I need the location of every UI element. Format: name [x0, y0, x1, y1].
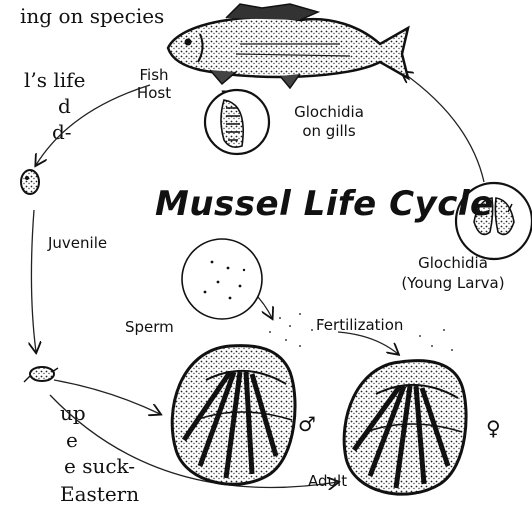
female-mussel-icon [344, 361, 466, 495]
juvenile-mussel-small-icon [24, 367, 58, 382]
arrow-fertilization [338, 332, 398, 354]
label-fish-host-2: Host [134, 84, 174, 103]
label-glochidia-larva-2: (Young Larva) [388, 274, 518, 293]
label-sperm: Sperm [125, 318, 174, 337]
label-glochidia-larva-1: Glochidia [388, 254, 518, 273]
male-symbol: ♂ [298, 412, 316, 436]
female-symbol: ♀ [486, 416, 501, 440]
label-fertilization: Fertilization [316, 316, 403, 335]
juvenile-mussel-icon [21, 170, 39, 194]
arrow-juvenile-to-male [54, 380, 160, 414]
label-glochidia-gills-1: Glochidia [285, 103, 373, 122]
label-glochidia-gills-2: on gills [285, 122, 373, 141]
male-mussel-icon [172, 346, 295, 485]
arrow-fish-to-juvenile [36, 85, 150, 165]
arrow-juvenile-down [31, 210, 36, 352]
glochidia-on-gills-icon [205, 90, 269, 154]
label-fish-host-1: Fish [134, 66, 174, 85]
label-adult: Adult [308, 472, 347, 491]
diagram-title: Mussel Life Cycle [155, 184, 494, 224]
fish-icon [168, 4, 408, 88]
arrow-larva-to-fish [402, 72, 484, 182]
label-juvenile: Juvenile [48, 234, 107, 253]
sperm-icon [182, 239, 262, 319]
